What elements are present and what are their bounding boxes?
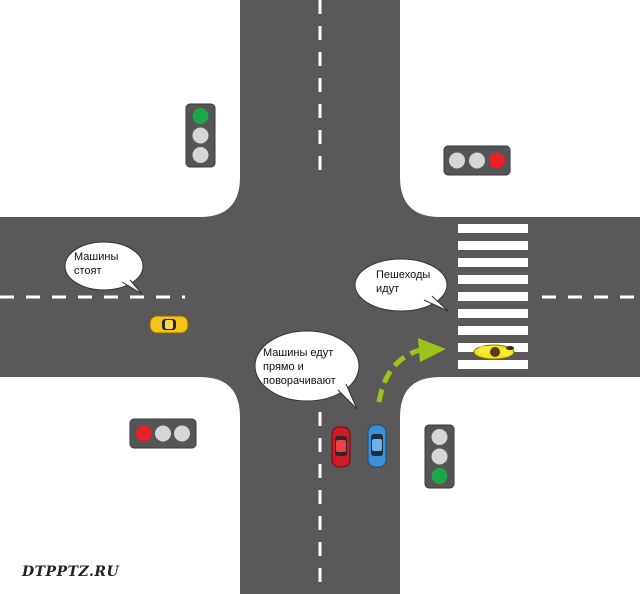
bubble-cars-go: Машины едут прямо и поворачивают [254, 330, 360, 410]
bubble-cars-go-line1: Машины едут [263, 347, 333, 359]
traffic-light-north-west [185, 103, 216, 168]
bubble-cars-go-line2: прямо и [263, 361, 304, 373]
blue-car-icon [367, 424, 387, 468]
bubble-pedestrians-go: Пешеходы идут [354, 258, 449, 312]
bubble-cars-go-line3: поворачивают [263, 375, 336, 387]
watermark: DTPPTZ.RU [21, 564, 120, 580]
yellow-car-icon [149, 315, 189, 334]
bubble-cars-stop-line1: Машины [74, 251, 118, 263]
traffic-light-north-east [443, 145, 511, 176]
bubble-cars-stop: Машины стоят [64, 241, 144, 295]
corner-nw [200, 177, 240, 217]
red-car-icon [331, 426, 351, 468]
bubble-cars-stop-line2: стоят [74, 265, 102, 277]
traffic-light-south-west [129, 418, 197, 449]
bubble-pedestrians-go-line1: Пешеходы [376, 269, 430, 281]
corner-se [400, 377, 440, 417]
corner-ne [400, 177, 440, 217]
pedestrian-icon [473, 344, 515, 360]
corner-sw [200, 377, 240, 417]
turn-arrow-icon [376, 338, 446, 403]
traffic-light-south-east [424, 424, 455, 489]
bubble-pedestrians-go-line2: идут [376, 283, 399, 295]
